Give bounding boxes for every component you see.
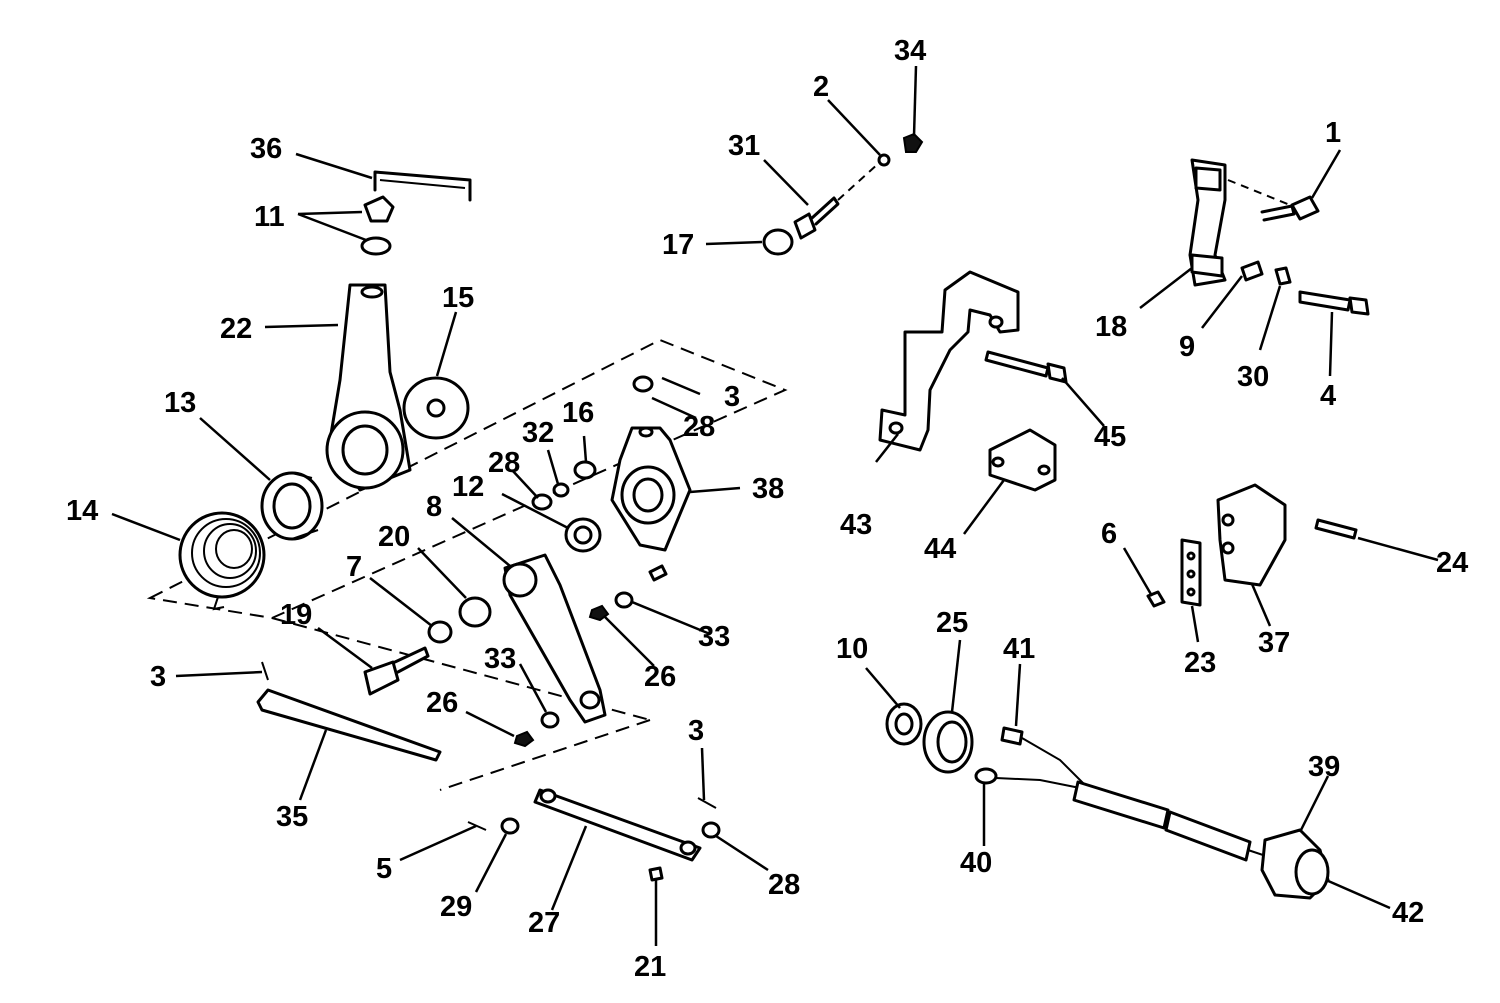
callout-23: 23 [1184,647,1216,679]
callout-33-b: 33 [484,643,516,675]
part-43-bracket [878,270,1020,452]
callout-3-c: 3 [688,715,704,747]
part-14-coil-spring [178,511,266,611]
callout-31: 31 [728,130,760,162]
part-45-bolt [984,350,1068,384]
callout-27: 27 [528,907,560,939]
callout-20: 20 [378,521,410,553]
callout-13: 13 [164,387,196,419]
part-12-bushing [564,517,602,553]
callout-5: 5 [376,853,392,885]
part-27-hardware [467,797,721,882]
callout-37: 37 [1258,627,1290,659]
leader-lines [111,65,1439,946]
callout-8: 8 [426,491,442,523]
part-27-link-bar [533,788,702,862]
callout-41: 41 [1003,633,1035,665]
part-11-fittings [360,195,395,256]
callout-40: 40 [960,847,992,879]
part-18-bracket-set [1188,158,1370,316]
callout-26-b: 26 [426,687,458,719]
callout-17: 17 [662,229,694,261]
callout-6: 6 [1101,518,1117,550]
callout-33-a: 33 [698,621,730,653]
callout-24: 24 [1436,547,1468,579]
part-22-lever-arm [325,283,412,492]
part-36-rod [373,170,472,202]
callout-28-a: 28 [683,411,715,443]
part-15-washer [402,376,470,440]
callout-18: 18 [1095,311,1127,343]
callout-22: 22 [220,313,252,345]
callout-39: 39 [1308,751,1340,783]
callout-9: 9 [1179,331,1195,363]
assembly-group-outline [146,338,788,791]
callout-16: 16 [562,397,594,429]
callout-2: 2 [813,71,829,103]
callout-numbers: 1 2 3 3 3 4 5 6 7 8 9 10 11 12 13 14 15 … [66,35,1468,983]
callout-38: 38 [752,473,784,505]
part-wire-harness [974,726,1273,862]
part-13-bushing [260,471,324,541]
callout-32: 32 [522,417,554,449]
callout-29: 29 [440,891,472,923]
callout-3-b: 3 [150,661,166,693]
callout-35: 35 [276,801,308,833]
callout-19: 19 [280,599,312,631]
callout-34: 34 [894,35,926,67]
callout-4: 4 [1320,380,1336,412]
callout-28-b: 28 [488,447,520,479]
callout-42: 42 [1392,897,1424,929]
callout-43: 43 [840,509,872,541]
part-8-link-arm [502,553,607,724]
callout-1: 1 [1325,117,1341,149]
callout-7: 7 [346,551,362,583]
part-39-connector [1260,828,1330,900]
part-37-block-set [1146,483,1358,608]
part-44-plate [988,428,1057,492]
callout-36: 36 [250,133,282,165]
callout-11: 11 [254,201,285,233]
callout-26-a: 26 [644,661,676,693]
callout-14: 14 [66,495,98,527]
part-19-20-7-bolt-set [363,596,492,696]
callout-45: 45 [1094,421,1126,453]
callout-30: 30 [1237,361,1269,393]
callout-12: 12 [452,471,484,503]
callout-28-c: 28 [768,869,800,901]
part-38-cam-plate [610,426,692,552]
part-25-grommet [922,710,974,774]
callout-25: 25 [936,607,968,639]
part-31-bolt-set [762,132,924,256]
part-10-nut [885,702,923,746]
callout-21: 21 [634,951,666,983]
callout-3-a: 3 [724,381,740,413]
callout-15: 15 [442,282,474,314]
callout-10: 10 [836,633,868,665]
part-33-26-nuts [513,564,668,748]
callout-44: 44 [924,533,956,565]
part-35-rod [256,661,442,762]
